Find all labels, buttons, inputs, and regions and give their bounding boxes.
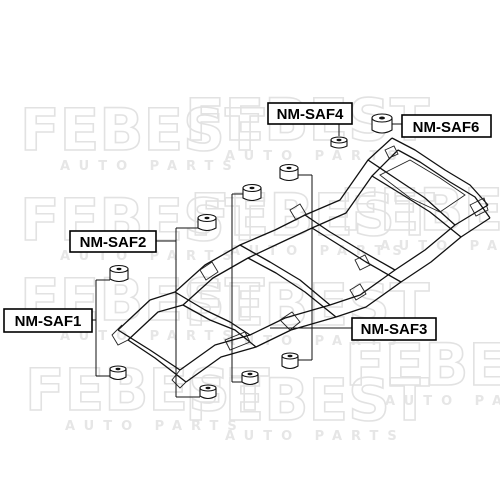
watermark-1: FEBEST AUTO PARTS bbox=[19, 95, 265, 174]
bushing-saf1-lower bbox=[109, 365, 127, 381]
label-saf4-text: NM-SAF4 bbox=[277, 106, 344, 123]
watermark-tagline: AUTO PARTS bbox=[65, 419, 246, 434]
leader-mid bbox=[231, 193, 243, 383]
watermark-tagline: AUTO PARTS bbox=[60, 329, 241, 344]
frame-left-rail-inner bbox=[127, 149, 399, 341]
bushing-saf1-upper bbox=[109, 264, 129, 283]
frame-bracket-rear-left bbox=[111, 324, 129, 346]
label-saf2-text: NM-SAF2 bbox=[80, 234, 147, 251]
leader-saf2 bbox=[155, 227, 200, 398]
watermark-tagline: AUTO PARTS bbox=[225, 149, 406, 164]
frame-bracket-upper bbox=[289, 145, 399, 221]
leader-lines bbox=[92, 120, 402, 398]
watermark-tagline: AUTO PARTS bbox=[385, 394, 500, 409]
watermark-tagline: AUTO PARTS bbox=[380, 239, 500, 254]
frame-crossmember-2 bbox=[239, 244, 337, 318]
label-saf1: NM-SAF1 bbox=[3, 308, 93, 333]
bushing-saf2-upper bbox=[197, 213, 217, 232]
frame-bracket-mid bbox=[279, 283, 367, 331]
watermark-2: FEBEST AUTO PARTS bbox=[184, 85, 430, 164]
label-saf2: NM-SAF2 bbox=[69, 230, 157, 253]
bushing-saf3-upper bbox=[279, 163, 299, 182]
part-labels: NM-SAF4 NM-SAF6 NM-SAF2 NM-SAF1 NM-SAF3 bbox=[3, 102, 492, 341]
frame-crossmember-3 bbox=[304, 214, 402, 283]
bushing-saf6 bbox=[371, 113, 393, 134]
watermark-9: FEBEST AUTO PARTS bbox=[24, 355, 270, 434]
label-saf6: NM-SAF6 bbox=[401, 114, 492, 138]
chassis-frame bbox=[111, 137, 491, 389]
watermark-10: FEBEST AUTO PARTS bbox=[184, 365, 430, 444]
watermark-brand: FEBEST bbox=[185, 366, 430, 434]
bushings bbox=[109, 113, 393, 400]
frame-front-crossmember bbox=[391, 137, 491, 219]
frame-engine-bay bbox=[379, 159, 466, 213]
bushing-saf3-lower bbox=[281, 352, 299, 370]
watermark-tagline: AUTO PARTS bbox=[60, 159, 241, 174]
label-saf4: NM-SAF4 bbox=[267, 102, 353, 125]
watermark-brand: FEBEST bbox=[20, 96, 265, 164]
watermark-tagline: AUTO PARTS bbox=[225, 429, 406, 444]
leader-saf3 bbox=[270, 174, 352, 361]
label-saf3-text: NM-SAF3 bbox=[361, 321, 428, 338]
label-saf6-text: NM-SAF6 bbox=[413, 119, 480, 136]
frame-right-rail-inner bbox=[185, 217, 491, 383]
bushing-saf2-lower bbox=[199, 384, 217, 400]
frame-bracket-front bbox=[354, 197, 489, 271]
leader-saf1 bbox=[92, 279, 110, 377]
watermark-8: FEBEST AUTO PARTS bbox=[344, 330, 500, 409]
label-saf3: NM-SAF3 bbox=[351, 317, 437, 341]
bushing-saf4 bbox=[330, 136, 348, 149]
watermark-tagline: AUTO PARTS bbox=[230, 244, 411, 259]
label-saf1-text: NM-SAF1 bbox=[15, 313, 82, 330]
frame-crossmember-1 bbox=[174, 291, 257, 348]
watermark-brand: FEBEST bbox=[340, 176, 500, 244]
bushing-mid-upper bbox=[242, 183, 262, 202]
watermark-brand: FEBEST bbox=[25, 356, 270, 424]
frame-spring-hanger bbox=[199, 261, 251, 351]
bushing-mid-lower bbox=[241, 370, 259, 386]
frame-left-rail bbox=[117, 137, 393, 331]
watermark-brand: FEBEST bbox=[345, 331, 500, 399]
